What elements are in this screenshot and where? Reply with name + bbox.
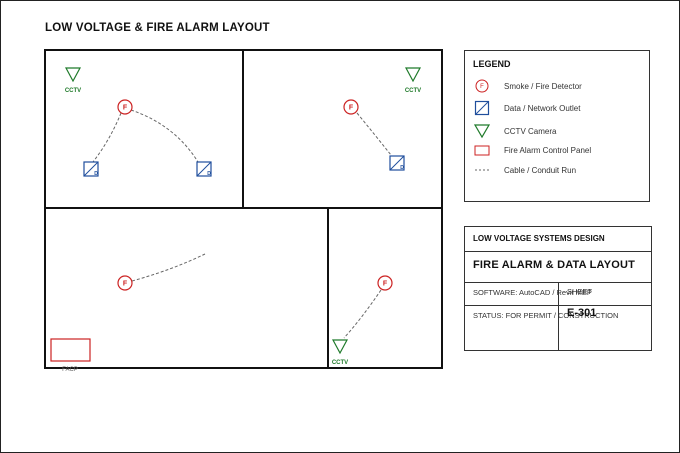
legend-label: CCTV Camera: [504, 126, 557, 136]
legend-item-cctv-camera: CCTV Camera: [473, 123, 556, 139]
cctv-label: CCTV: [332, 360, 348, 366]
data-outlet-icon: D: [389, 155, 405, 171]
smoke-detector-letter: F: [123, 281, 128, 288]
smoke-detector-letter: F: [383, 281, 388, 288]
room-bottom-right: [327, 207, 443, 369]
cctv-label: CCTV: [405, 88, 421, 94]
legend-title: LEGEND: [473, 59, 511, 69]
legend-item-facp: Fire Alarm Control Panel: [473, 142, 591, 158]
legend-label: Cable / Conduit Run: [504, 165, 577, 175]
smoke-detector-icon: F: [343, 99, 359, 115]
cable-run: [343, 289, 382, 339]
smoke-detector-letter: F: [480, 84, 484, 90]
title-block-row-line: [465, 305, 651, 306]
legend-item-cable-run: Cable / Conduit Run: [473, 162, 576, 178]
smoke-detector-letter: F: [123, 105, 128, 112]
facp-label: FACP: [62, 367, 78, 373]
data-outlet-letter: D: [207, 171, 211, 177]
cable-run: [356, 112, 392, 156]
room-top-left: [44, 49, 244, 209]
cable-run-icon: [473, 162, 491, 178]
cable-runs: [92, 109, 392, 339]
smoke-detector-icon: F: [473, 78, 491, 94]
drawing-title: FIRE ALARM & DATA LAYOUT: [473, 259, 636, 271]
cctv-label: CCTV: [65, 88, 81, 94]
cctv-camera-icon: CCTV: [332, 339, 348, 366]
sheet-label: SHEET: [567, 287, 593, 296]
data-outlet-letter: D: [94, 171, 98, 177]
cctv-camera-icon: CCTV: [405, 67, 421, 94]
software-text: SOFTWARE: AutoCAD / Revit MEP: [473, 288, 592, 297]
smoke-detector-icon: F: [117, 275, 133, 291]
data-outlet-icon: D: [83, 161, 99, 177]
smoke-detector-icon: F: [117, 99, 133, 115]
sheet-number: E-301: [567, 307, 597, 319]
title-block: LOW VOLTAGE SYSTEMS DESIGN FIRE ALARM & …: [464, 226, 652, 351]
cctv-camera-icon: [473, 123, 491, 139]
cable-run: [131, 253, 206, 282]
smoke-detector-icon: F: [377, 275, 393, 291]
data-outlet-icon: D: [196, 161, 212, 177]
facp-icon: [473, 142, 491, 158]
cable-run: [92, 112, 122, 163]
status-text: STATUS: FOR PERMIT / CONSTRUCTION: [473, 311, 619, 320]
cable-run: [130, 109, 199, 163]
legend: LEGEND F Smoke / Fire Detector Data / Ne…: [464, 50, 650, 202]
legend-item-data-outlet: Data / Network Outlet: [473, 100, 580, 116]
data-outlet-letter: D: [400, 165, 404, 171]
title-block-main: FIRE ALARM & DATA LAYOUT: [465, 251, 651, 283]
title-block-divider: [558, 282, 559, 350]
room-top-right: [242, 49, 443, 209]
title-block-header: LOW VOLTAGE SYSTEMS DESIGN: [465, 227, 651, 252]
legend-item-smoke-detector: F Smoke / Fire Detector: [473, 78, 582, 94]
cctv-camera-icon: CCTV: [65, 67, 81, 94]
facp-icon: FACP: [50, 338, 91, 373]
room-walls: [44, 49, 443, 369]
legend-label: Fire Alarm Control Panel: [504, 145, 592, 155]
data-outlet-icon: [473, 100, 491, 116]
legend-label: Smoke / Fire Detector: [504, 81, 582, 91]
legend-label: Data / Network Outlet: [504, 103, 581, 113]
title-block-header-text: LOW VOLTAGE SYSTEMS DESIGN: [473, 234, 605, 243]
smoke-detector-letter: F: [349, 105, 354, 112]
page-title: LOW VOLTAGE & FIRE ALARM LAYOUT: [45, 22, 270, 34]
